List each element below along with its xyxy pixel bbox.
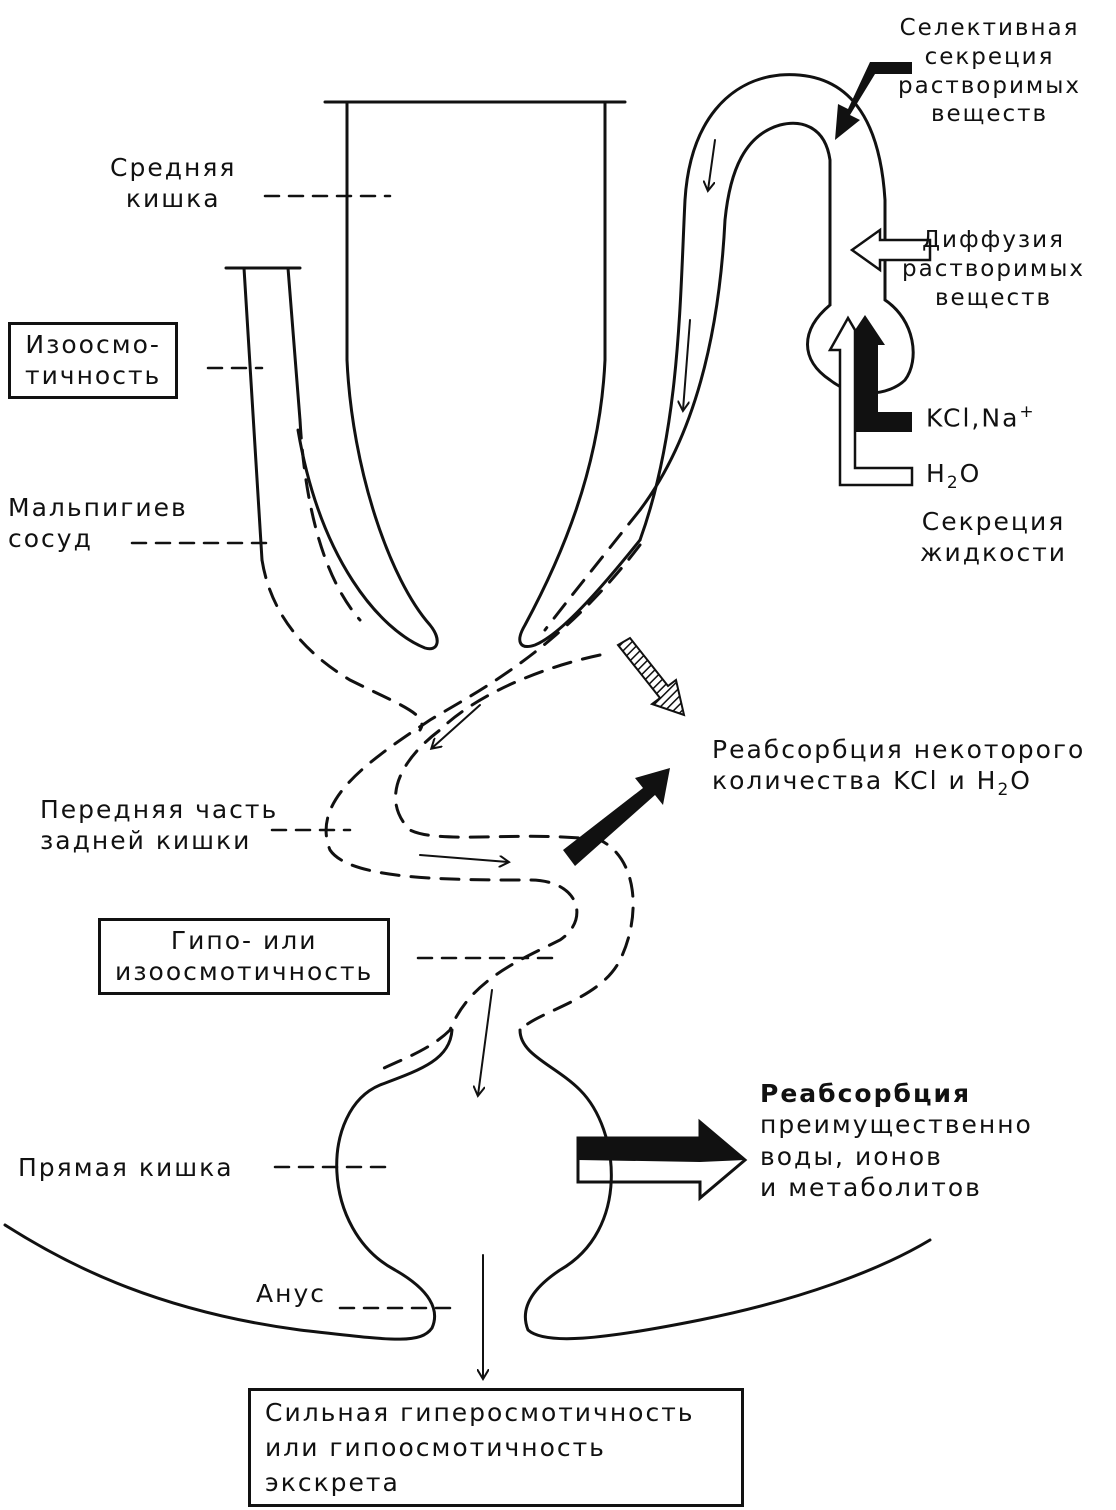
malpighian-tubule-right bbox=[543, 73, 915, 632]
midgut-outline bbox=[296, 100, 642, 651]
rectum-outline bbox=[3, 1028, 932, 1341]
reabsorption-kcl-label: Реабсорбция некоторого количества KCl и … bbox=[712, 735, 1086, 801]
diffusion-arrow bbox=[849, 227, 932, 273]
fluid-secretion-arrows bbox=[827, 315, 914, 487]
anterior-hindgut bbox=[324, 543, 642, 1072]
rectum-reabsorption-arrow bbox=[576, 1118, 748, 1202]
isoosmotic-box: Изоосмо-тичность bbox=[8, 322, 179, 399]
h2o-label: H2O bbox=[926, 459, 982, 493]
flow-arrows bbox=[419, 139, 716, 1378]
leader-lines bbox=[130, 194, 562, 1310]
reabsorption-water-label: Реабсорбция преимущественно воды, ионов … bbox=[760, 1079, 1033, 1202]
hatched-reabsorption-arrow bbox=[616, 636, 686, 717]
rectum-label: Прямая кишка bbox=[18, 1153, 234, 1182]
selective-secretion-arrow bbox=[835, 62, 912, 140]
anus-label: Анус bbox=[256, 1279, 326, 1308]
black-reabsorption-arrow bbox=[563, 768, 670, 866]
malpighian-tubule-left bbox=[224, 266, 424, 732]
kcl-na-label: KCl,Na+ bbox=[926, 402, 1036, 433]
